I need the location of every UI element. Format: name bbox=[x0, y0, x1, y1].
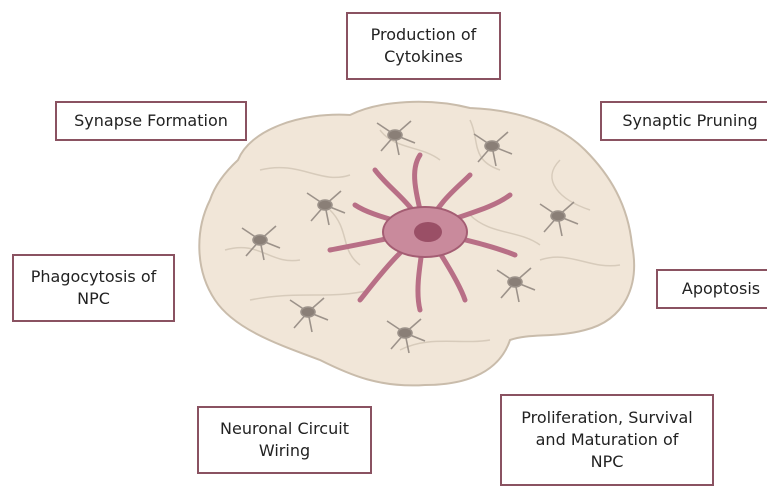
synapse-formation-box: Synapse Formation bbox=[55, 101, 247, 141]
cytokines-label: Production of Cytokines bbox=[371, 24, 477, 68]
synaptic-pruning-box: Synaptic Pruning bbox=[600, 101, 767, 141]
proliferation-label: Proliferation, Survival and Maturation o… bbox=[521, 407, 692, 473]
microglia-nucleus bbox=[414, 222, 442, 242]
circuit-wiring-label: Neuronal Circuit Wiring bbox=[220, 418, 349, 462]
apoptosis-label: Apoptosis bbox=[682, 278, 760, 300]
circuit-wiring-box: Neuronal Circuit Wiring bbox=[197, 406, 372, 474]
synapse-formation-label: Synapse Formation bbox=[74, 110, 228, 132]
phagocytosis-box: Phagocytosis of NPC bbox=[12, 254, 175, 322]
apoptosis-box: Apoptosis bbox=[656, 269, 767, 309]
cytokines-box: Production of Cytokines bbox=[346, 12, 501, 80]
synaptic-pruning-label: Synaptic Pruning bbox=[622, 110, 757, 132]
phagocytosis-label: Phagocytosis of NPC bbox=[31, 266, 157, 310]
proliferation-box: Proliferation, Survival and Maturation o… bbox=[500, 394, 714, 486]
